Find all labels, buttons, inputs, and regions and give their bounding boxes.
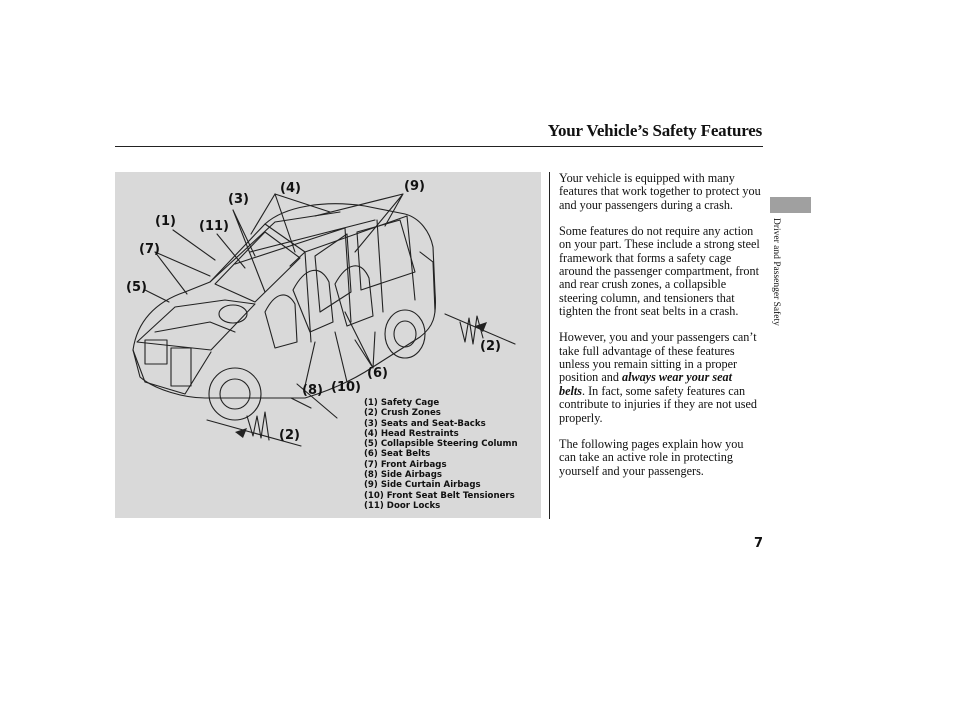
seat-belt-emphasis: always wear your seat belts: [559, 370, 732, 398]
callout-crush-zones-front: (2): [279, 428, 300, 443]
legend-item: (6) Seat Belts: [364, 449, 431, 460]
callout-safety-cage: (1): [155, 214, 176, 229]
vehicle-illustration: [132, 193, 516, 447]
callout-seat-belt-tensioners: (10): [331, 380, 361, 395]
paragraph-proper-use: However, you and your passengers can’t t…: [559, 331, 761, 425]
callout-steering-column: (5): [126, 280, 147, 295]
legend-item: (1) Safety Cage: [364, 398, 440, 408]
legend-item: (3) Seats and Seat-Backs: [364, 418, 486, 429]
legend-item: (7) Front Airbags: [364, 459, 447, 470]
feature-legend: (1) Safety Cage (2) Crush Zones (3) Seat…: [364, 398, 518, 511]
legend-item: (5) Collapsible Steering Column: [364, 439, 518, 450]
paragraph-passive-features: Some features do not require any action …: [559, 223, 760, 319]
legend-item: (2) Crush Zones: [364, 408, 441, 419]
paragraph-intro: Your vehicle is equipped with many featu…: [559, 171, 761, 212]
paragraph-following-pages: The following pages explain how you can …: [559, 436, 744, 478]
callout-door-locks: (11): [199, 219, 229, 234]
callout-front-airbags: (7): [139, 242, 160, 257]
callout-side-curtain-airbags: (9): [404, 179, 425, 194]
legend-item: (4) Head Restraints: [364, 428, 459, 439]
legend-item: (9) Side Curtain Airbags: [364, 480, 481, 491]
paragraph-text: However, you and your passengers can’t t…: [559, 330, 757, 385]
page-title: Your Vehicle’s Safety Features: [547, 121, 762, 140]
section-tab: [770, 197, 811, 213]
legend-item: (10) Front Seat Belt Tensioners: [364, 490, 515, 501]
column-divider: [549, 172, 550, 519]
legend-item: (8) Side Airbags: [364, 470, 442, 481]
paragraph-text: . In fact, some safety features can cont…: [559, 383, 757, 425]
safety-features-figure: (4) (9) (3) (1) (11) (7) (5) (2) (6) (8)…: [115, 172, 541, 518]
section-label: Driver and Passenger Safety: [771, 218, 781, 326]
callout-head-restraints: (4): [280, 181, 301, 196]
legend-item: (11) Door Locks: [364, 500, 441, 511]
callout-crush-zones-rear: (2): [480, 339, 501, 354]
body-text: Your vehicle is equipped with many featu…: [559, 171, 761, 491]
callout-seats: (3): [228, 192, 249, 207]
page-number: 7: [754, 536, 764, 551]
callout-seat-belts: (6): [367, 366, 388, 381]
title-rule: [115, 146, 763, 147]
callout-side-airbags: (8): [302, 383, 323, 398]
